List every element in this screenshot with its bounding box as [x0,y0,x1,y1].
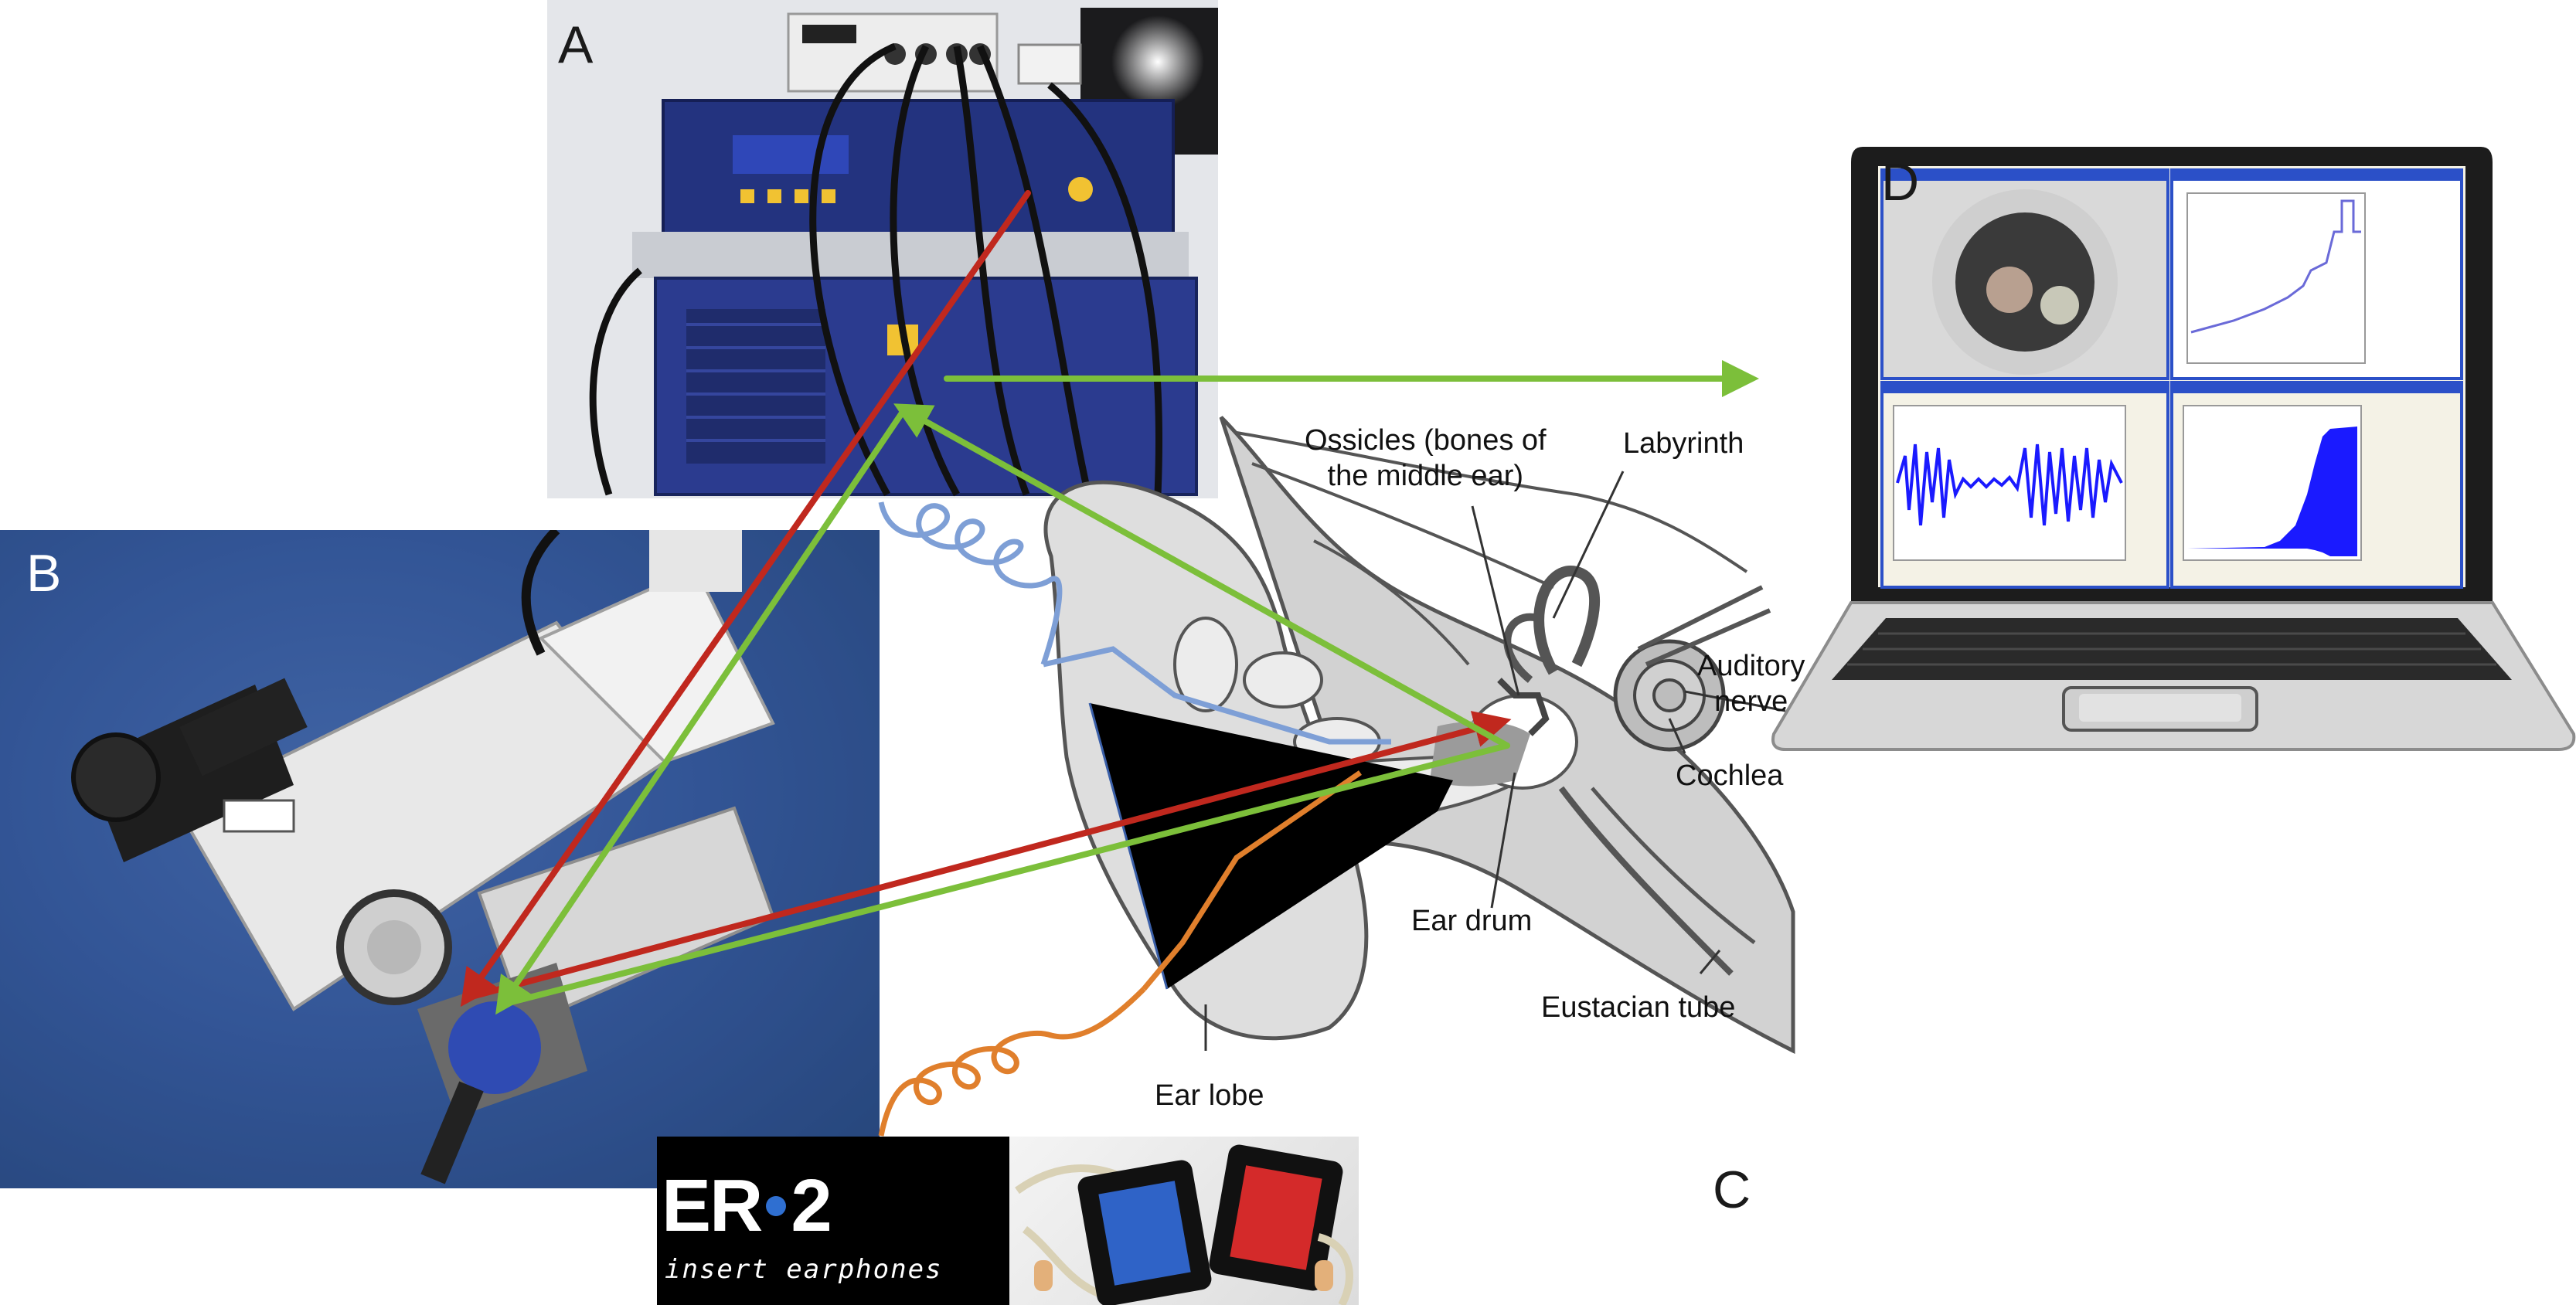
panel-b-microscope-photo [0,530,880,1188]
speculum [1090,703,1453,989]
screen-windows [1880,168,2463,589]
label-labyrinth: Labyrinth [1623,427,1744,460]
blue-cable [878,501,1391,745]
laptop-drawing [1771,147,2576,751]
green-arrow-to-equipment [893,403,1510,749]
logo-text-left: ER [662,1164,763,1247]
orange-cable [878,770,1362,1137]
earphone-subtitle: insert earphones [665,1254,943,1285]
logo-text-right: 2 [791,1164,832,1247]
equipment-drawing [547,0,1218,498]
label-cochlea: Cochlea [1676,760,1784,792]
panel-label-b: B [26,544,62,603]
label-leaders [1204,471,1786,1051]
red-arrows [460,190,1512,1008]
label-ear-lobe: Ear lobe [1155,1079,1264,1112]
panel-a-equipment-photo [547,0,1218,498]
green-arrow-to-microscope [495,406,907,1015]
green-arrows [495,360,1759,1015]
label-ear-drum: Ear drum [1411,905,1533,937]
panel-label-d: D [1881,153,1920,212]
red-arrow-to-microscope [460,190,1031,1008]
label-eustacian-tube: Eustacian tube [1541,991,1736,1024]
green-line-to-ear [499,743,1510,1008]
microscope-drawing [0,530,880,1188]
earphone-drawing [1015,1144,1353,1305]
panel-label-a: A [558,15,594,74]
logo-dot [766,1195,787,1216]
earphone-photo [1009,1137,1359,1305]
panel-label-c: C [1713,1161,1751,1219]
panel-d-laptop [1770,139,2576,757]
red-arrow-to-ear [468,711,1512,1000]
